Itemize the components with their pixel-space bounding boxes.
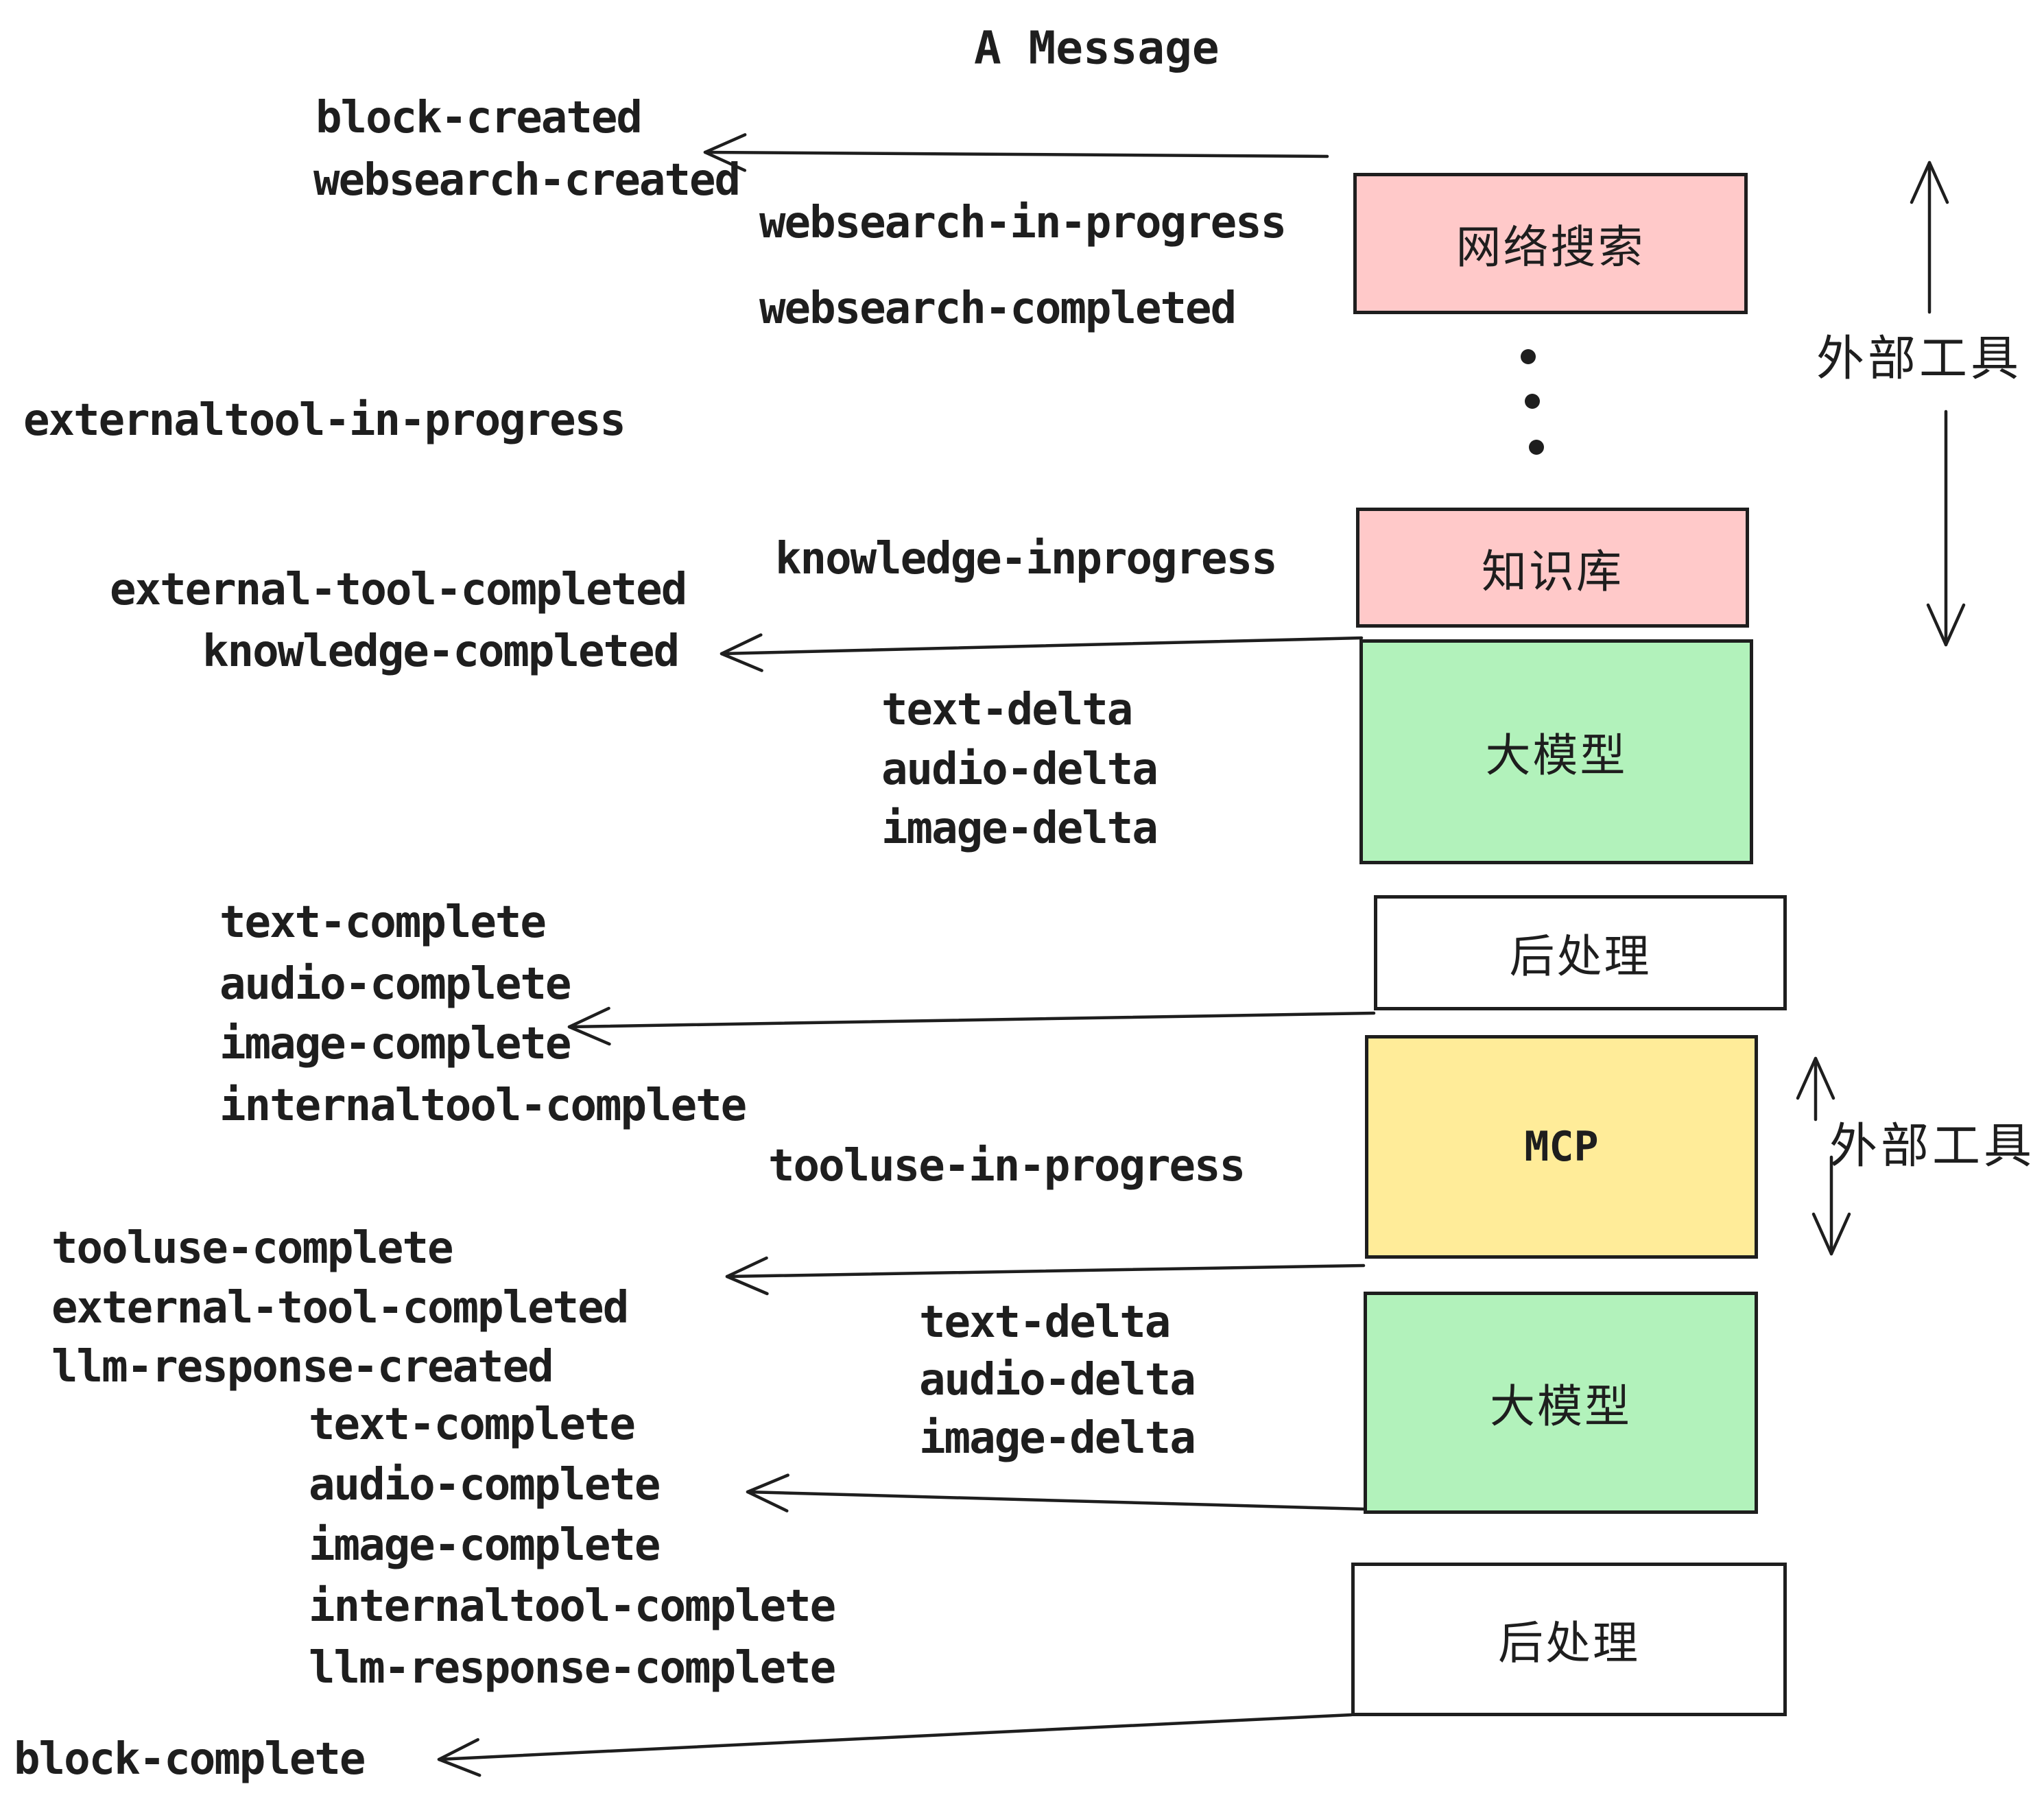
arrow-to-block-created (703, 133, 1329, 172)
event-websearch-in-progress: websearch-in-progress (759, 198, 1287, 248)
arrow-to-knowledge-completed (720, 633, 1364, 672)
event-internaltool-complete-2: internaltool-complete (309, 1581, 836, 1632)
box-llm-2: 大模型 (1364, 1292, 1758, 1514)
event-audio-complete-2: audio-complete (309, 1460, 661, 1510)
event-image-delta-2: image-delta (919, 1413, 1196, 1464)
event-llm-response-created: llm-response-created (51, 1342, 554, 1392)
event-image-complete-1: image-complete (219, 1019, 571, 1069)
event-block-complete: block-complete (14, 1734, 366, 1785)
event-text-complete-1: text-complete (219, 897, 547, 948)
event-text-complete-2: text-complete (309, 1399, 636, 1450)
arrow-external-tools-1-up (1910, 161, 1949, 314)
event-knowledge-completed: knowledge-completed (202, 626, 680, 677)
box-mcp-label: MCP (1524, 1123, 1599, 1171)
event-websearch-created: websearch-created (313, 155, 741, 206)
arrow-to-image-complete (567, 1006, 1376, 1046)
box-postprocess-1: 后处理 (1374, 895, 1787, 1010)
event-image-delta-1: image-delta (881, 803, 1158, 854)
side-label-external-tools-2: 外部工具 (1829, 1119, 2035, 1173)
event-external-tool-completed-1: external-tool-completed (110, 565, 687, 615)
event-text-delta-2: text-delta (919, 1297, 1171, 1348)
arrow-to-tooluse-complete (725, 1256, 1366, 1296)
ellipsis-dot-3 (1529, 440, 1544, 455)
event-externaltool-in-progress: externaltool-in-progress (23, 395, 626, 446)
event-text-delta-1: text-delta (881, 685, 1133, 735)
box-postprocess-1-label: 后处理 (1509, 931, 1652, 982)
arrow-external-tools-1-down (1926, 410, 1966, 647)
ellipsis-dot-1 (1521, 349, 1536, 364)
box-llm-1-label: 大模型 (1485, 730, 1628, 781)
arrow-to-block-complete (437, 1713, 1353, 1777)
box-websearch-label: 网络搜索 (1455, 222, 1645, 272)
event-tooluse-in-progress: tooluse-in-progress (768, 1141, 1246, 1191)
event-audio-delta-1: audio-delta (881, 744, 1158, 795)
event-external-tool-completed-2: external-tool-completed (51, 1283, 629, 1333)
box-postprocess-2-label: 后处理 (1498, 1617, 1640, 1668)
ellipsis-dot-2 (1525, 394, 1540, 409)
box-llm-2-label: 大模型 (1490, 1381, 1632, 1432)
event-image-complete-2: image-complete (309, 1520, 661, 1571)
box-postprocess-2: 后处理 (1351, 1563, 1787, 1716)
box-websearch: 网络搜索 (1353, 173, 1748, 314)
box-knowledge-base: 知识库 (1356, 508, 1749, 628)
arrow-external-tools-2-up (1796, 1056, 1835, 1121)
event-block-created: block-created (316, 93, 643, 143)
box-llm-1: 大模型 (1359, 639, 1753, 864)
event-audio-delta-2: audio-delta (919, 1355, 1196, 1405)
event-internaltool-complete-1: internaltool-complete (219, 1080, 747, 1131)
event-websearch-completed: websearch-completed (759, 283, 1237, 334)
diagram-title: A Message (974, 21, 1220, 75)
box-knowledge-base-label: 知识库 (1482, 545, 1624, 597)
event-llm-response-complete: llm-response-complete (309, 1643, 836, 1694)
event-tooluse-complete: tooluse-complete (51, 1223, 453, 1274)
arrow-to-audio-complete (746, 1473, 1366, 1512)
event-audio-complete-1: audio-complete (219, 959, 571, 1010)
side-label-external-tools-1: 外部工具 (1816, 331, 2022, 385)
event-knowledge-inprogress: knowledge-inprogress (775, 534, 1278, 584)
arrow-external-tools-2-down (1811, 1155, 1851, 1256)
box-mcp: MCP (1365, 1035, 1758, 1259)
